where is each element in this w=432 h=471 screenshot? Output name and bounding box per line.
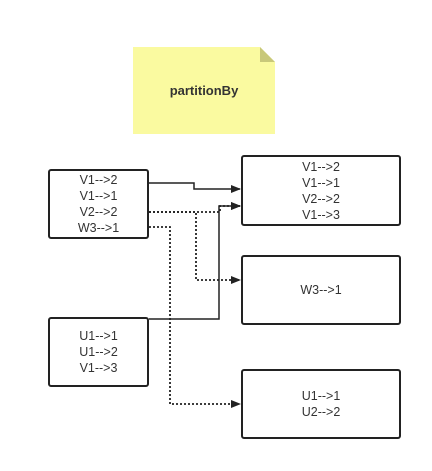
box-line: V1-->1	[302, 175, 340, 190]
box-line: V1-->1	[79, 189, 118, 203]
box-line: U1-->1	[301, 389, 341, 403]
partition-note: partitionBy	[133, 47, 275, 134]
arrow-src2-to-part1	[149, 202, 241, 320]
box-line: V2-->2	[79, 205, 118, 219]
arrow-src1-w3-to-part2	[149, 211, 241, 284]
box-line: U2-->2	[301, 405, 341, 419]
source-box-1: V1-->2 V1-->1 V2-->2 W3-->1	[48, 169, 149, 239]
partition-box-1: V1-->2 V1-->1 V2-->2 V1-->3	[241, 155, 401, 226]
source-box-2: U1-->1 U1-->2 V1-->3	[48, 317, 149, 387]
partition-box-3: U1-->1 U2-->2	[241, 369, 401, 439]
arrow-src1-v2-to-part1	[149, 202, 241, 213]
arrow-src1-to-part1	[149, 182, 241, 193]
box-line: U1-->2	[79, 345, 118, 359]
note-title: partitionBy	[169, 83, 239, 98]
box-line: W3-->1	[300, 283, 342, 297]
box-line: W3-->1	[77, 221, 120, 235]
box-line: V1-->2	[302, 159, 340, 174]
partition-box-2: W3-->1	[241, 255, 401, 325]
box-line: V1-->2	[79, 173, 118, 187]
box-line: U1-->1	[79, 329, 118, 343]
note-shape	[133, 47, 275, 134]
box-line: V1-->3	[79, 361, 118, 375]
box-line: V2-->2	[302, 191, 340, 206]
box-line: V1-->3	[302, 207, 340, 222]
arrow-src-u-to-part3	[149, 226, 241, 408]
